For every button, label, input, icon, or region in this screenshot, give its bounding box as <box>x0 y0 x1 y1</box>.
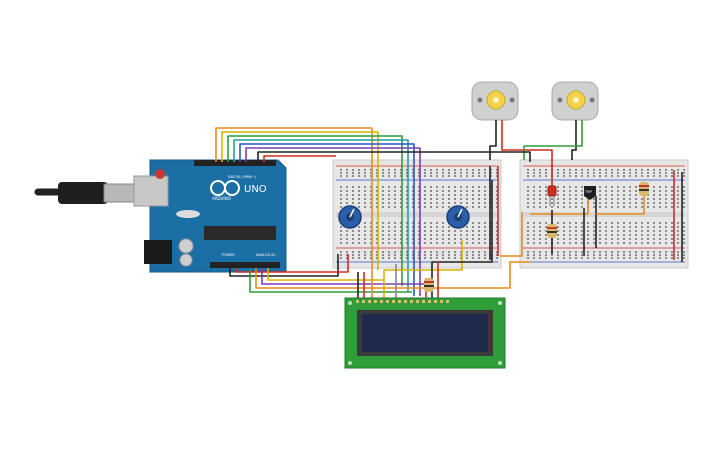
potentiometer-2[interactable] <box>446 205 470 229</box>
red-led[interactable] <box>547 185 557 206</box>
resistor-3[interactable] <box>424 278 434 292</box>
microcontroller-chip <box>204 226 276 240</box>
sensor-label: TMP <box>584 190 592 194</box>
lcd-screen <box>362 314 488 352</box>
potentiometer-1[interactable] <box>338 205 362 229</box>
board-brand-label: UNO <box>244 184 267 195</box>
power-jack <box>144 240 172 264</box>
usb-cable <box>34 182 139 204</box>
digital-header-label: DIGITAL (PWM~) <box>228 175 257 179</box>
usb-port <box>133 175 169 207</box>
board-logo-label: ARDUINO <box>212 196 231 201</box>
temperature-sensor[interactable]: TMP <box>584 186 596 200</box>
arduino-uno-board[interactable]: UNO ARDUINO DIGITAL (PWM~) POWER ANALOG … <box>133 159 287 273</box>
dc-motor-1[interactable] <box>471 81 519 121</box>
dc-motor-2[interactable] <box>551 81 599 121</box>
digital-header <box>194 160 276 166</box>
lcd-pin-header <box>356 300 449 303</box>
resistor-1[interactable] <box>547 224 557 238</box>
analog-header <box>210 262 280 268</box>
lcd-16x2-display[interactable] <box>344 297 506 369</box>
power-label: POWER <box>222 253 235 257</box>
reset-button[interactable] <box>155 169 165 179</box>
analog-label: ANALOG IN <box>256 253 275 257</box>
resistor-2[interactable] <box>639 182 649 196</box>
wires <box>215 120 683 298</box>
